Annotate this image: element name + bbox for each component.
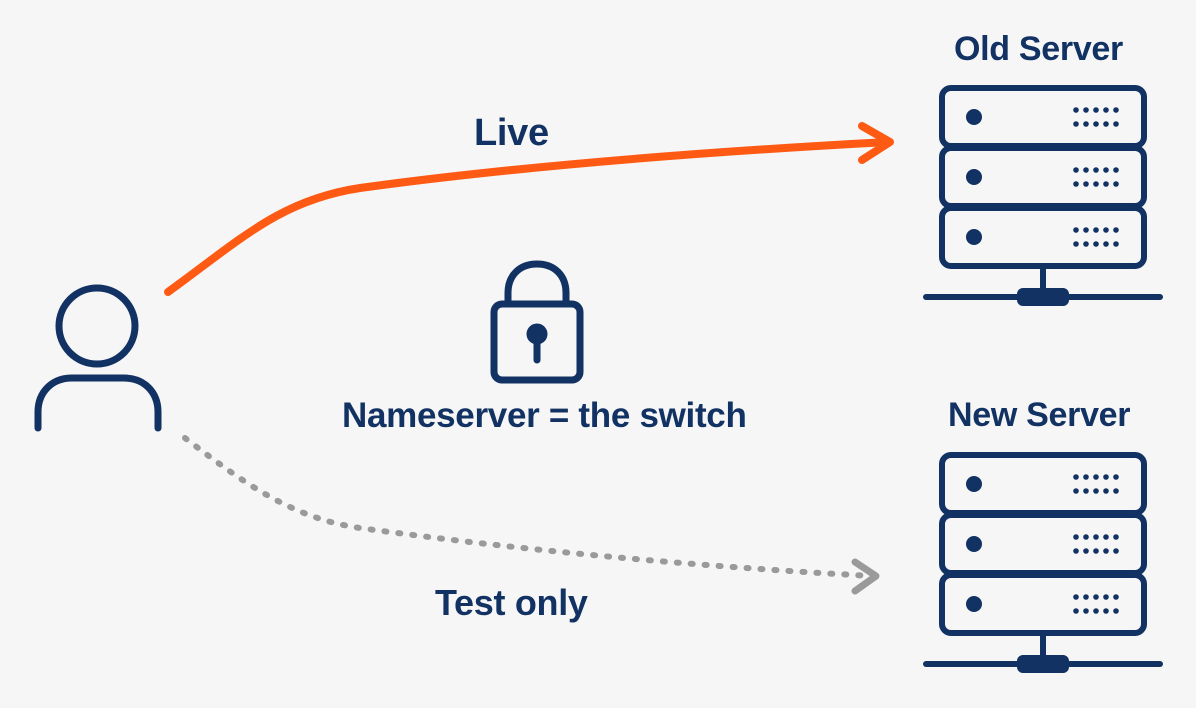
test-path-arrow — [182, 435, 880, 595]
live-path-arrow — [164, 122, 894, 296]
new-server-label: New Server — [948, 396, 1131, 434]
user-icon — [34, 284, 162, 432]
live-path-label: Live — [474, 112, 549, 154]
test-path-label: Test only — [435, 582, 588, 623]
padlock-icon — [490, 260, 584, 384]
new-server-icon — [923, 452, 1163, 673]
old-server-icon — [923, 85, 1163, 306]
old-server-label: Old Server — [954, 30, 1123, 68]
nameserver-switch-caption: Nameserver = the switch — [342, 396, 747, 435]
